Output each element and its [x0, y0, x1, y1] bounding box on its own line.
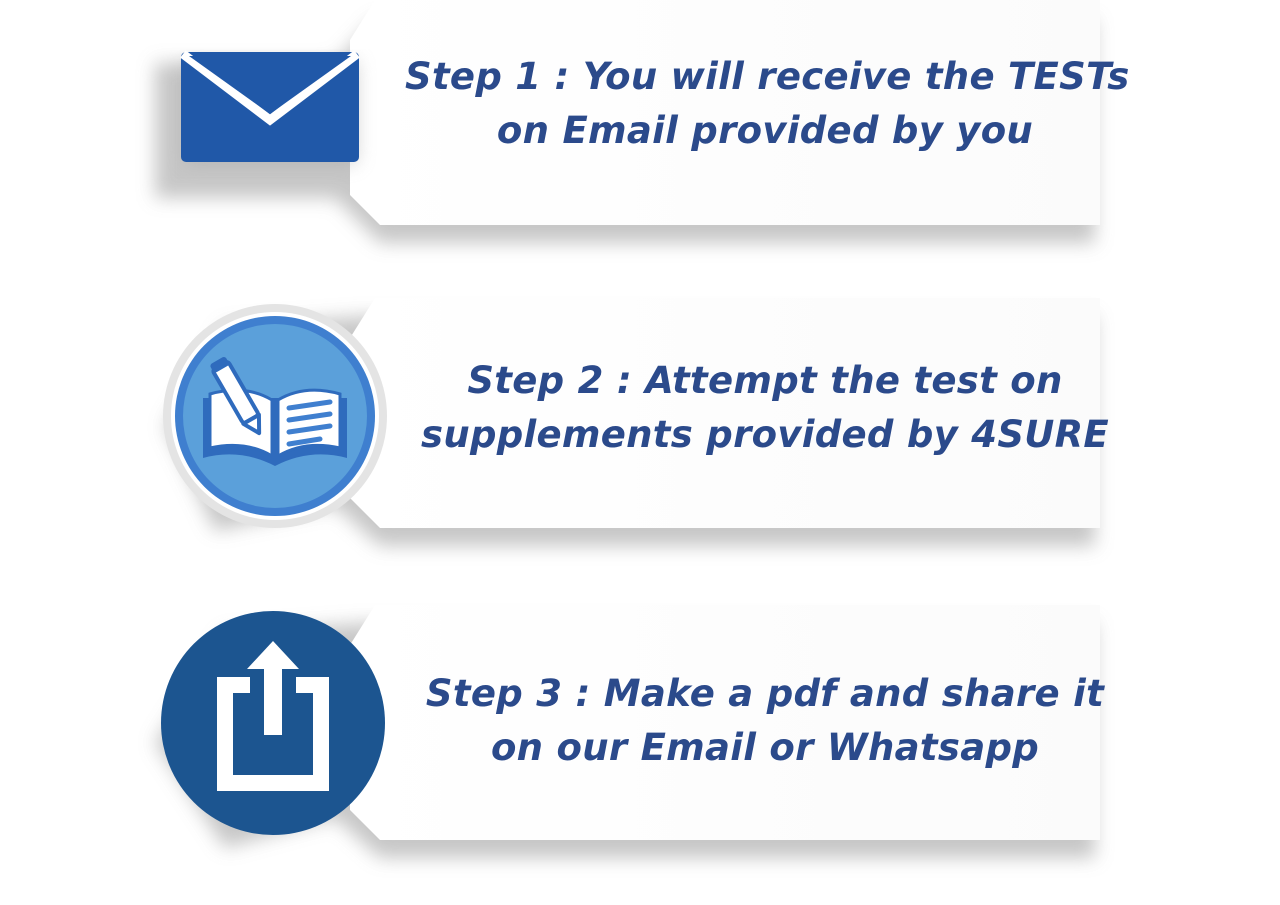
- step-2-card-shape: [165, 298, 1100, 546]
- step-2-text-line-1: Step 2 : Attempt the test on: [467, 359, 1063, 402]
- share-upload-icon: [161, 611, 385, 835]
- step-2-card: Step 2 : Attempt the test on supplements…: [135, 298, 1135, 598]
- step-3-text-line-2: on our Email or Whatsapp: [490, 726, 1040, 769]
- step-2-text: Step 2 : Attempt the test on supplements…: [405, 354, 1125, 462]
- step-3-card-shape: [155, 605, 1100, 858]
- step-1-text-line-1: Step 1 : You will receive the TESTs: [405, 55, 1130, 98]
- step-3-card: Step 3 : Make a pdf and share it on our …: [135, 605, 1135, 905]
- step-3-text: Step 3 : Make a pdf and share it on our …: [405, 667, 1125, 775]
- step-2-text-line-2: supplements provided by 4SURE: [421, 413, 1109, 456]
- step-3-text-line-1: Step 3 : Make a pdf and share it: [425, 672, 1105, 715]
- step-1-text: Step 1 : You will receive the TESTs on E…: [405, 50, 1130, 158]
- envelope-icon: [180, 50, 360, 164]
- step-1-text-line-2: on Email provided by you: [496, 109, 1034, 152]
- book-pencil-icon: [163, 304, 387, 528]
- step-1-card: Step 1 : You will receive the TESTs on E…: [135, 0, 1135, 300]
- step-1-card-shape: [155, 0, 1100, 243]
